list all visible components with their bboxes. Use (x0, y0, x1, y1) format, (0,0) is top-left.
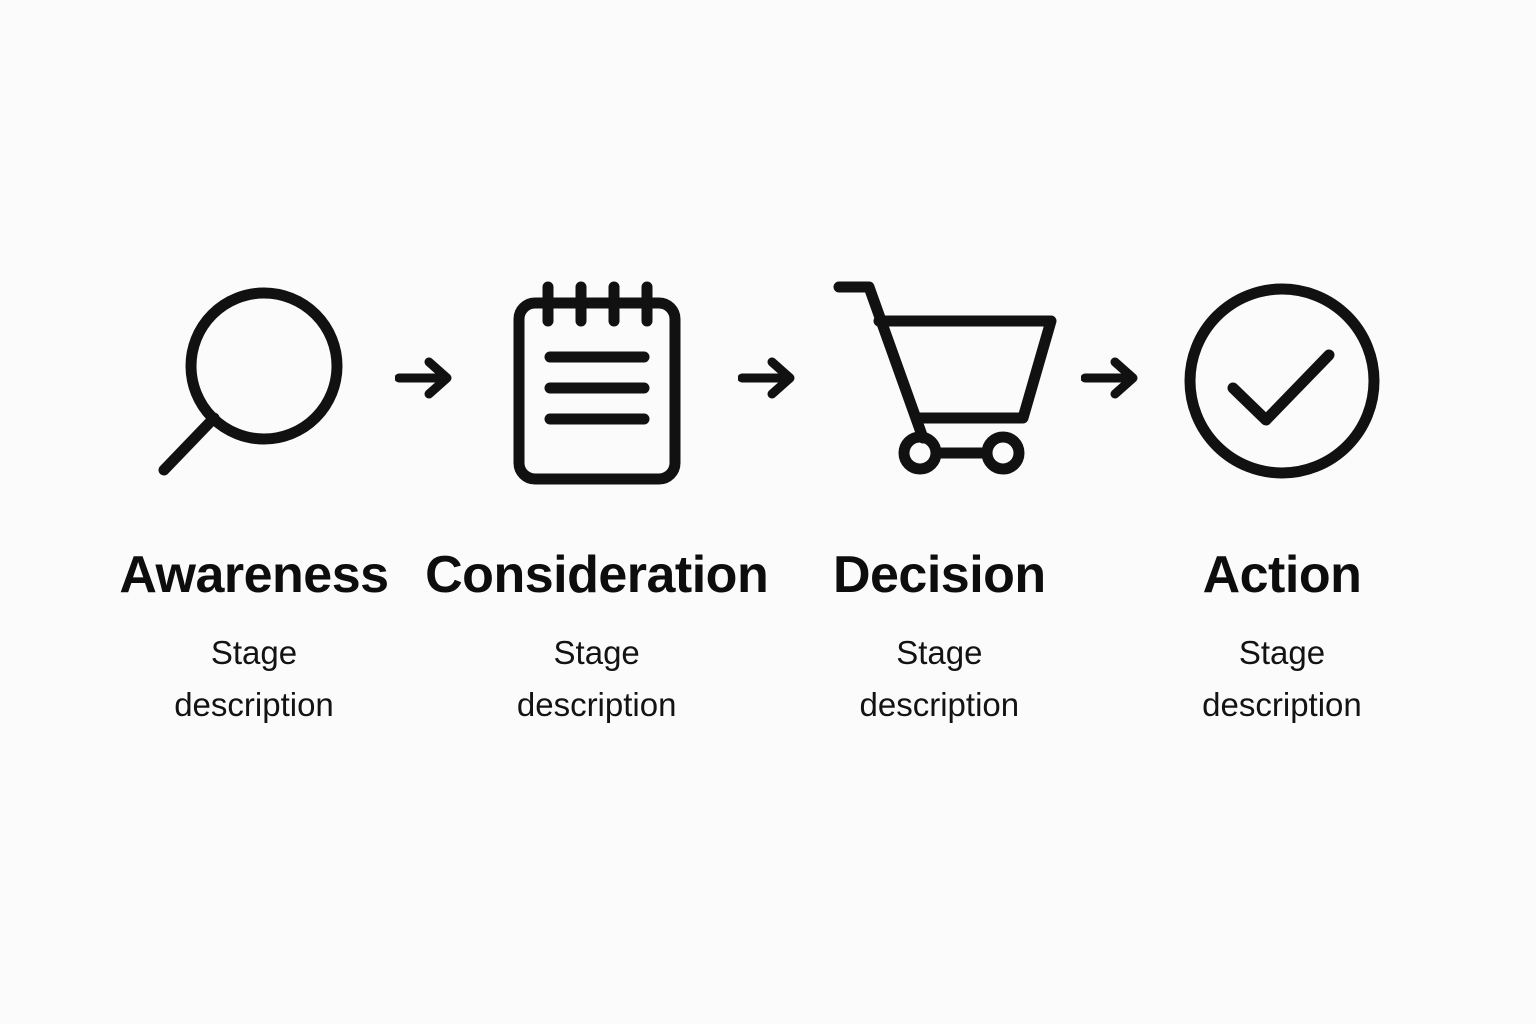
shopping-cart-icon (824, 262, 1057, 494)
stage-title: Consideration (425, 546, 769, 604)
stage-title: Action (1202, 546, 1362, 604)
funnel-flow: Awareness Stage description (118, 262, 1418, 732)
stage-title: Awareness (119, 546, 389, 604)
arrow-right-icon (391, 262, 459, 494)
stage-title: Decision (832, 546, 1046, 604)
check-circle-icon (1167, 262, 1397, 494)
arrow-right-icon (734, 262, 802, 494)
magnifying-glass-icon (139, 262, 369, 494)
stage-awareness[interactable]: Awareness Stage description (118, 262, 390, 732)
stage-action[interactable]: Action Stage description (1146, 262, 1418, 732)
stage-decision[interactable]: Decision Stage description (803, 262, 1075, 732)
stage-description: Stage description (859, 633, 1020, 724)
stage-consideration[interactable]: Consideration Stage description (425, 262, 769, 732)
stage-description: Stage description (1202, 633, 1362, 724)
stage-description: Stage description (516, 633, 677, 724)
notepad-icon (482, 262, 712, 494)
stage-description: Stage description (174, 633, 334, 724)
arrow-right-icon (1077, 262, 1145, 494)
